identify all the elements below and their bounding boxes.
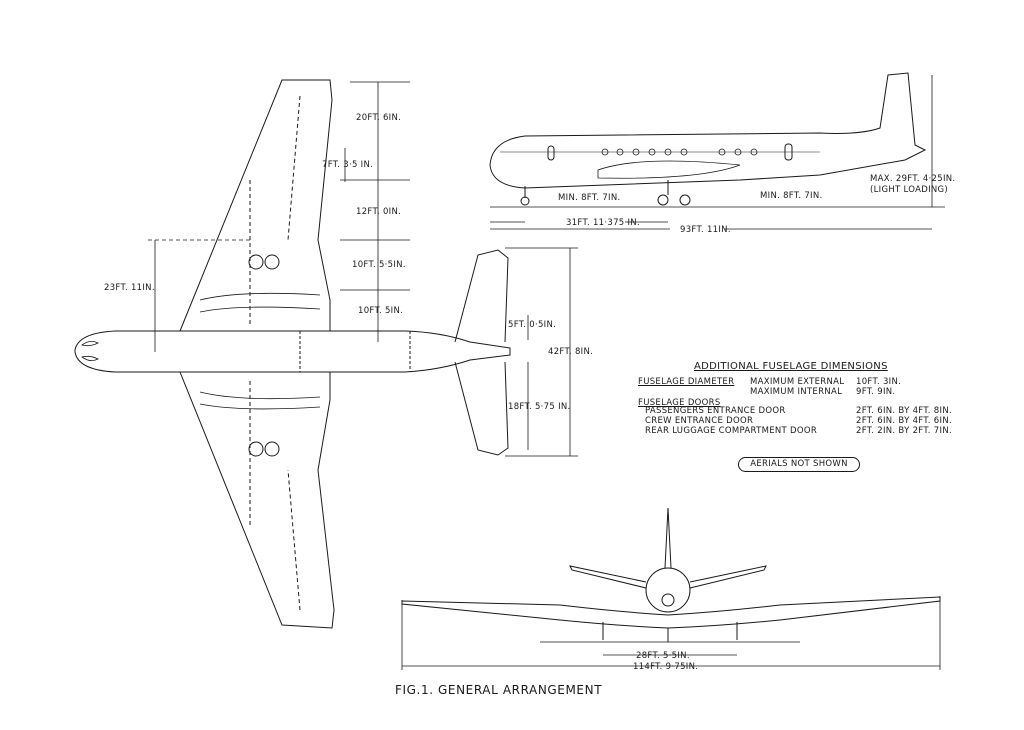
front-wing [401,596,941,629]
table-row-luggage-door-label: REAR LUGGAGE COMPARTMENT DOOR [645,426,818,436]
dim-28ft55: 28FT. 5·5IN. [636,651,690,661]
front-fuselage [645,567,691,613]
table-row-luggage-door-value: 2FT. 2IN. BY 2FT. 7IN. [856,426,952,436]
table-row-pass-door-label: PASSENGERS ENTRANCE DOOR [645,406,786,416]
table-row-max-external-label: MAXIMUM EXTERNAL [750,377,845,387]
dim-10ft5: 10FT. 5IN. [358,306,403,316]
dim-20ft6: 20FT. 6IN. [356,113,401,123]
dim-12ft0: 12FT. 0IN. [356,207,401,217]
plan-wing-lower [179,371,335,629]
table-row-max-internal-label: MAXIMUM INTERNAL [750,387,843,397]
table-row-max-external-value: 10FT. 3IN. [856,377,902,387]
dim-light-loading: (LIGHT LOADING) [870,185,948,195]
dim-max-29ft: MAX. 29FT. 4·25IN. [870,174,955,184]
dim-7ft35: 7FT. 3·5 IN. [322,160,373,170]
dim-31ft11375: 31FT. 11·375 IN. [566,218,640,228]
table-title: ADDITIONAL FUSELAGE DIMENSIONS [694,361,888,372]
plan-view: 20FT. 6IN. 7FT. 3·5 IN. 12FT. 0IN. 10FT.… [74,79,593,629]
dim-5ft05: 5FT. 0·5IN. [508,320,556,330]
table-row-crew-door-value: 2FT. 6IN. BY 4FT. 6IN. [856,416,952,426]
plan-fuselage [74,330,511,373]
dim-min-8ft7-rear: MIN. 8FT. 7IN. [760,191,823,201]
table-row-crew-door-label: CREW ENTRANCE DOOR [645,416,754,426]
side-view: MIN. 8FT. 7IN. MIN. 8FT. 7IN. 31FT. 11·3… [489,72,955,235]
dim-18ft575: 18FT. 5·75 IN. [508,402,571,412]
figure-caption: FIG.1. GENERAL ARRANGEMENT [395,683,603,697]
table-row-max-internal-value: 9FT. 9IN. [856,387,896,397]
dim-10ft55: 10FT. 5·5IN. [352,260,406,270]
dim-min-8ft7-front: MIN. 8FT. 7IN. [558,193,621,203]
dim-93ft11: 93FT. 11IN. [680,225,731,235]
dim-114ft975: 114FT. 9·75IN. [633,662,698,672]
plan-tailplane [454,249,509,456]
front-fin [664,507,672,569]
front-view: 28FT. 5·5IN. 114FT. 9·75IN. [401,507,941,672]
dim-42ft8: 42FT. 8IN. [548,347,593,357]
side-windows [601,148,758,156]
plan-wing-upper [179,79,333,332]
table-diameter-label: FUSELAGE DIAMETER [638,377,735,387]
dim-23ft11: 23FT. 11IN. [104,283,155,293]
table-row-pass-door-value: 2FT. 6IN. BY 4FT. 8IN. [856,406,952,416]
aerials-note: AERIALS NOT SHOWN [738,457,860,472]
side-fuselage [489,72,927,189]
table-doors-label: FUSELAGE DOORS [638,398,721,408]
